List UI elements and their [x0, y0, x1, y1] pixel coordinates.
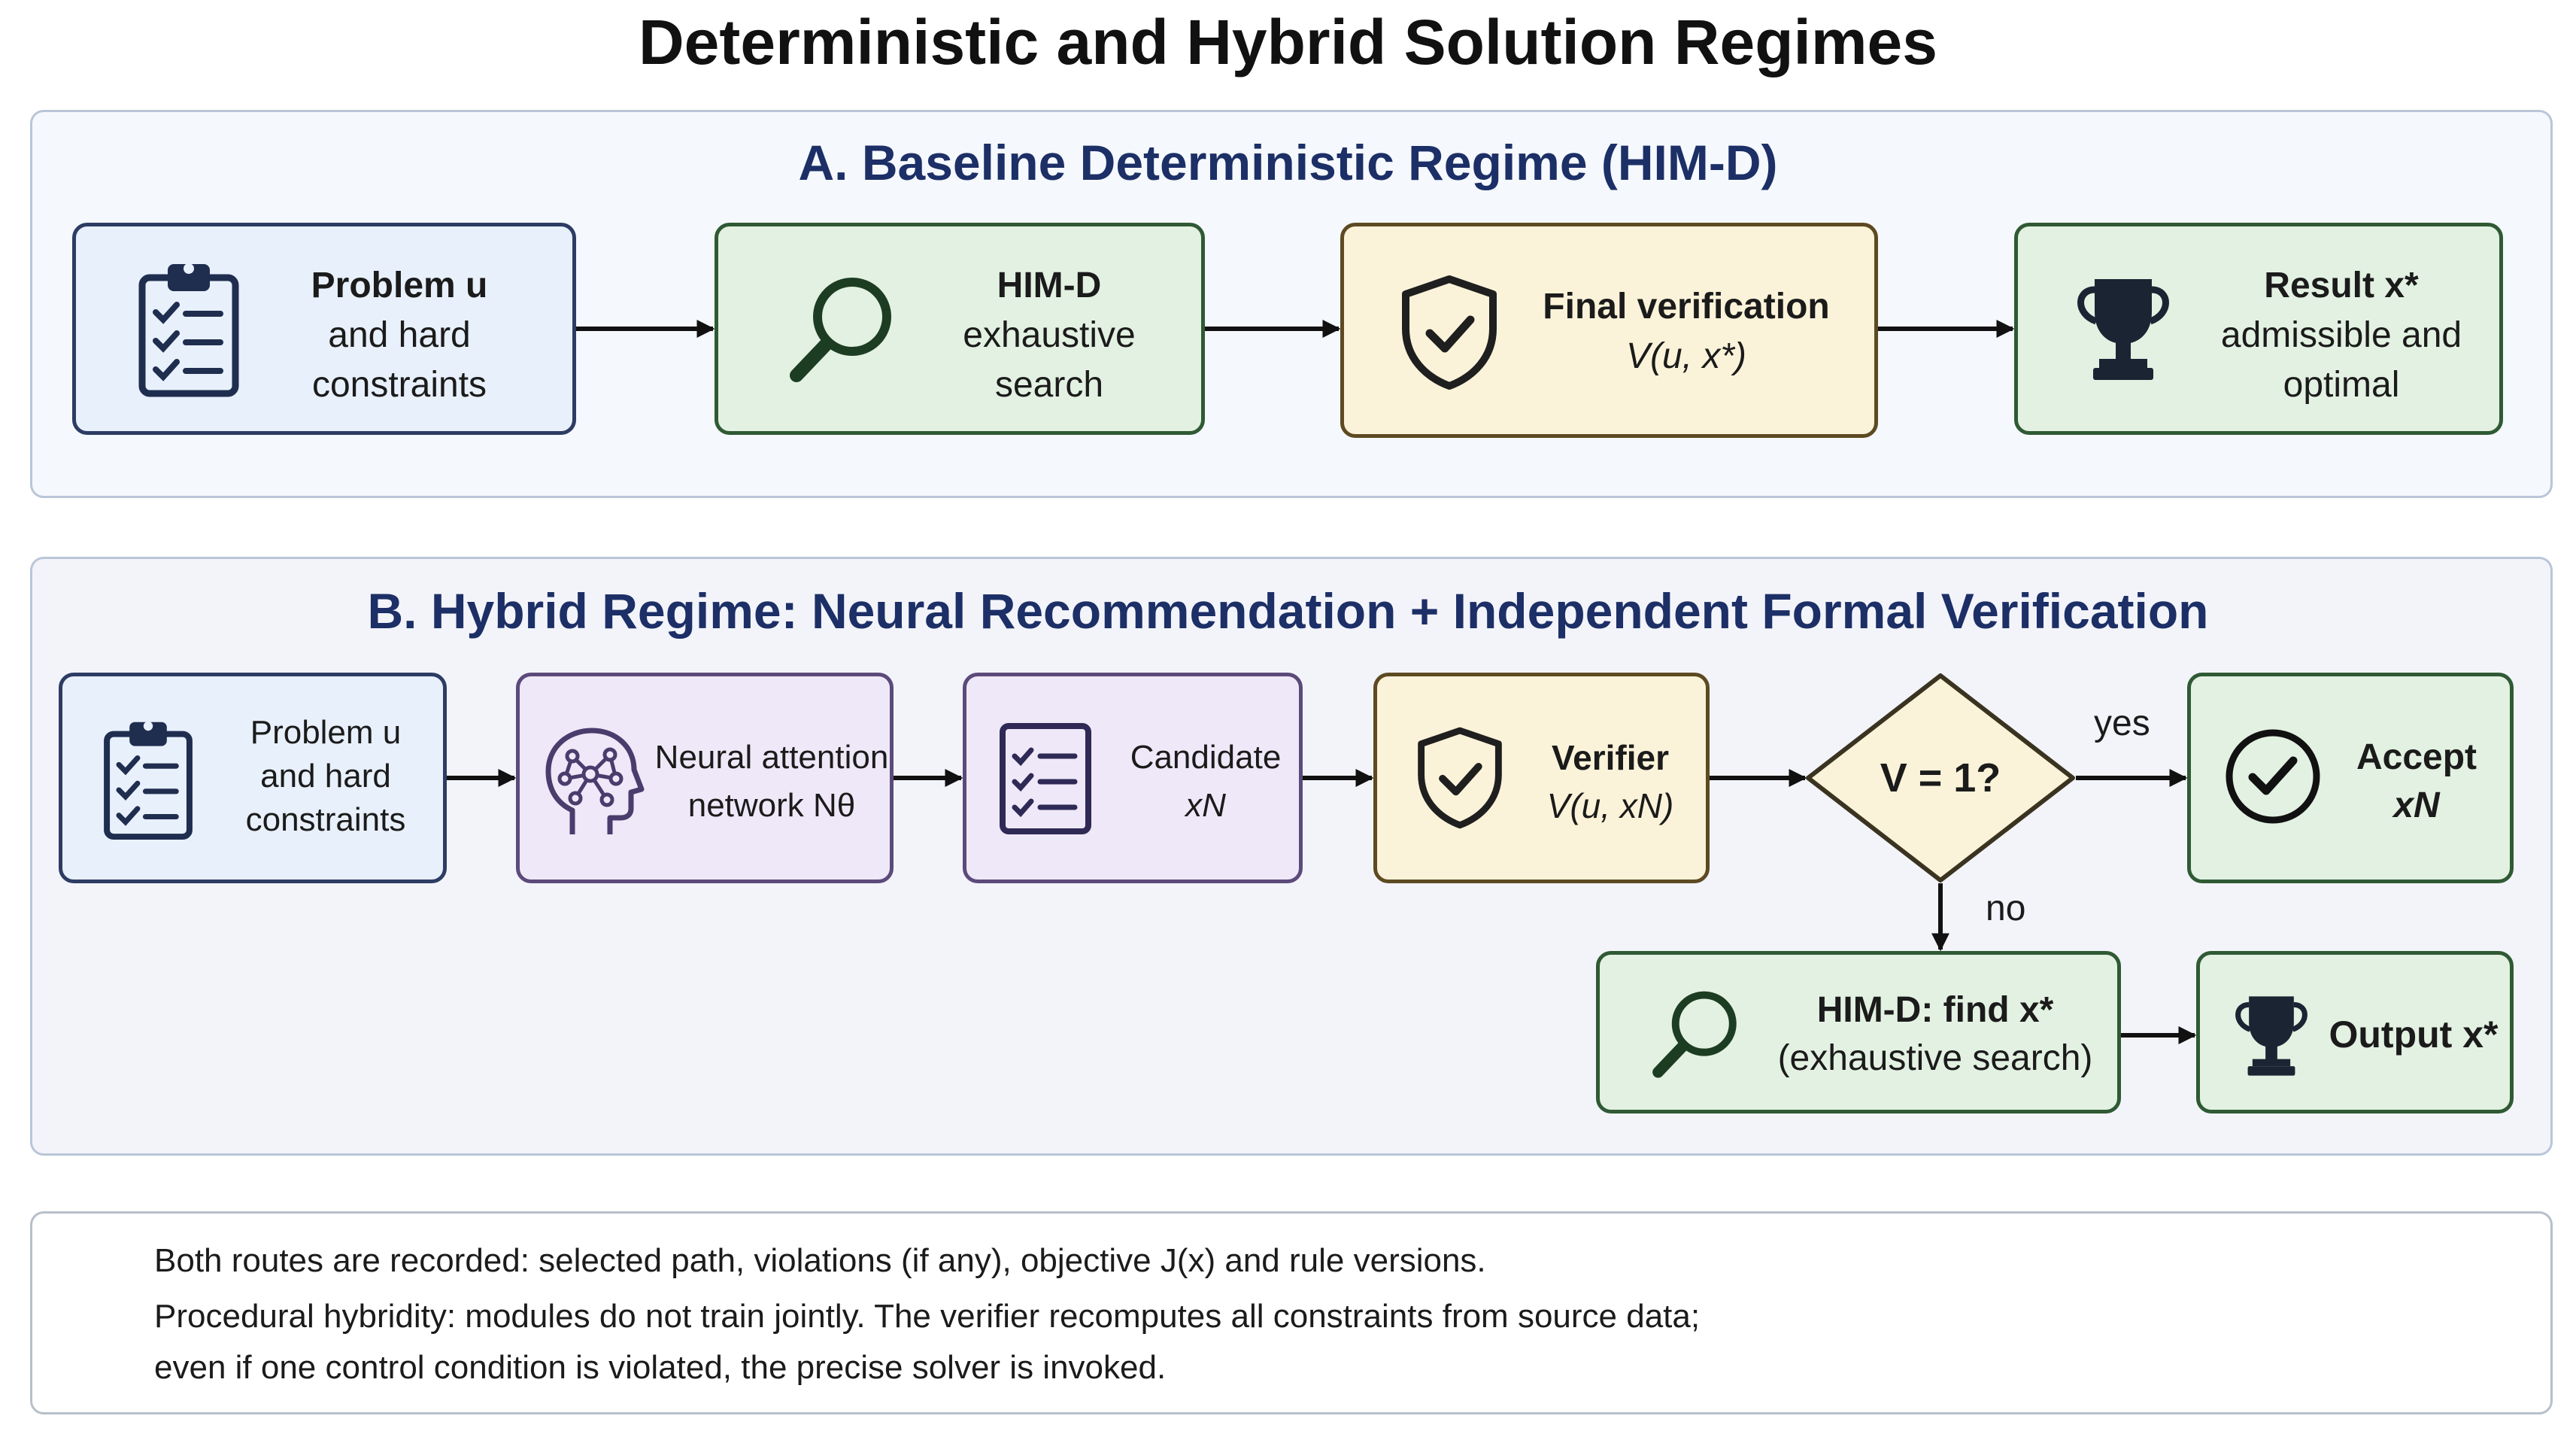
- trophy-icon: [2077, 279, 2169, 380]
- magnifier-icon: [1652, 991, 1737, 1078]
- clipboard-icon: [104, 721, 193, 840]
- node-b-verifier-label: Verifier V(u, xN): [1520, 734, 1701, 830]
- node-b-problem: Problem u and hard constraints: [59, 673, 447, 883]
- node-b-candidate-label: Candidate xN: [1117, 734, 1294, 830]
- node-a-result-line-3: optimal: [2283, 365, 2400, 405]
- node-b-candidate: Candidate xN: [963, 673, 1303, 883]
- node-a-search-label: HIM-D exhaustive search: [921, 261, 1177, 410]
- node-b-candidate-line-2: xN: [1185, 787, 1226, 824]
- diagram-title: Deterministic and Hybrid Solution Regime…: [639, 7, 1937, 77]
- node-b-output: Output x*: [2196, 951, 2514, 1114]
- node-b-himd-line-1: HIM-D: find x*: [1816, 990, 2054, 1030]
- shield-check-icon: [1418, 727, 1502, 829]
- node-b-himd: HIM-D: find x* (exhaustive search): [1596, 951, 2121, 1114]
- node-a-verification-label: Final verification V(u, x*): [1517, 282, 1855, 381]
- node-a-search-line-3: search: [994, 365, 1104, 405]
- node-b-problem-line-1: Problem u: [250, 714, 402, 751]
- node-b-verifier-line-1: Verifier: [1552, 738, 1669, 777]
- node-a-problem-line-1: Problem u: [311, 266, 488, 305]
- node-a-result: Result x* admissible and optimal: [2014, 223, 2503, 435]
- note-line-2: Procedural hybridity: modules do not tra…: [154, 1298, 1701, 1335]
- node-b-problem-label: Problem u and hard constraints: [213, 711, 438, 842]
- node-b-accept: Accept xN: [2187, 673, 2514, 883]
- note-line-1: Both routes are recorded: selected path,…: [154, 1242, 1486, 1279]
- magnifier-icon: [790, 278, 891, 382]
- node-b-neural-line-2: network Nθ: [687, 787, 856, 824]
- node-a-result-line-2: admissible and: [2220, 315, 2462, 355]
- node-b-neural: Neural attention network Nθ: [516, 673, 894, 883]
- node-a-problem-line-3: constraints: [311, 365, 487, 405]
- node-b-himd-label: HIM-D: find x* (exhaustive search): [1762, 986, 2108, 1083]
- node-b-neural-label: Neural attention network Nθ: [648, 734, 896, 830]
- node-b-verifier: Verifier V(u, xN): [1373, 673, 1710, 883]
- trophy-icon: [2235, 996, 2307, 1076]
- check-circle-icon: [2226, 729, 2320, 824]
- node-a-search: HIM-D exhaustive search: [715, 223, 1205, 435]
- node-a-problem-label: Problem u and hard constraints: [272, 261, 527, 410]
- node-b-himd-line-2: (exhaustive search): [1777, 1038, 2093, 1078]
- neural-head-icon: [545, 728, 645, 834]
- node-a-search-line-1: HIM-D: [997, 266, 1102, 305]
- yes-label: yes: [2094, 703, 2150, 743]
- clipboard-icon: [138, 263, 239, 397]
- node-b-candidate-line-1: Candidate: [1130, 739, 1282, 776]
- node-a-verification: Final verification V(u, x*): [1340, 223, 1878, 438]
- node-b-problem-line-2: and hard: [260, 758, 391, 794]
- decision-label: V = 1?: [1880, 755, 2001, 801]
- node-b-accept-label: Accept xN: [2334, 734, 2499, 830]
- node-b-neural-line-1: Neural attention: [654, 739, 889, 776]
- node-b-verifier-line-2: V(u, xN): [1546, 786, 1674, 825]
- node-a-verification-line-2: V(u, x*): [1625, 336, 1747, 376]
- decision-diamond: V = 1?: [1805, 673, 2076, 883]
- node-a-search-line-2: exhaustive: [963, 315, 1136, 355]
- panel-b-title: B. Hybrid Regime: Neural Recommendation …: [367, 583, 2209, 639]
- node-a-result-label: Result x* admissible and optimal: [2191, 261, 2492, 410]
- node-b-output-label: Output x*: [2323, 1010, 2504, 1059]
- node-b-output-line-1: Output x*: [2329, 1013, 2499, 1056]
- node-a-result-line-1: Result x*: [2264, 266, 2419, 305]
- node-a-verification-line-1: Final verification: [1543, 287, 1830, 327]
- shield-check-icon: [1402, 275, 1497, 390]
- node-b-problem-line-3: constraints: [245, 801, 406, 838]
- node-b-accept-line-1: Accept: [2356, 737, 2477, 777]
- no-label: no: [1986, 889, 2026, 928]
- note-line-3: even if one control condition is violate…: [154, 1349, 1167, 1386]
- node-a-problem: Problem u and hard constraints: [72, 223, 576, 435]
- checklist-icon: [1000, 723, 1091, 834]
- node-b-accept-line-2: xN: [2393, 785, 2440, 825]
- panel-notes: [30, 1211, 2553, 1414]
- panel-a-title: A. Baseline Deterministic Regime (HIM-D): [798, 135, 1778, 190]
- decision-diamond-shape: [1806, 673, 2075, 883]
- node-a-problem-line-2: and hard: [328, 315, 471, 355]
